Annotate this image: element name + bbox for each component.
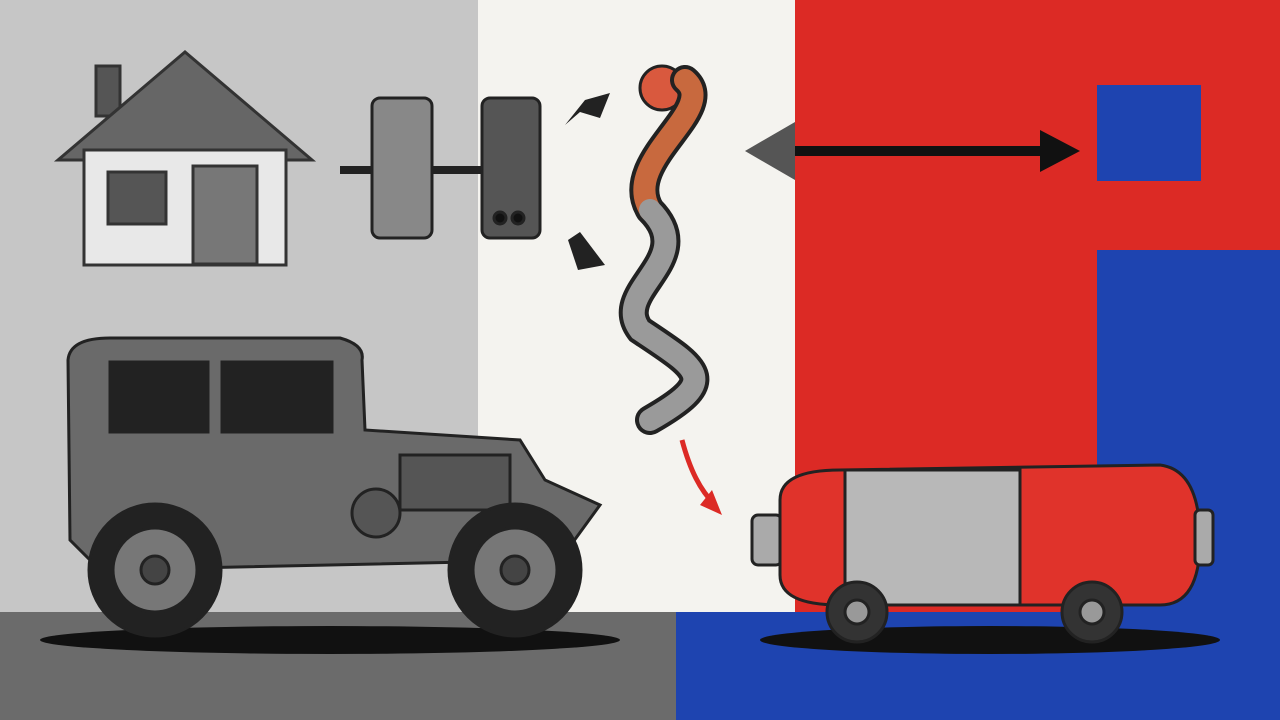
- vintage-car-icon: [40, 336, 620, 654]
- electric-vehicle-icon: [750, 463, 1220, 654]
- coil-pipe-icon: [618, 64, 722, 515]
- double-arrow-icon: [745, 122, 1080, 180]
- blue-square: [1097, 85, 1201, 181]
- arrow-icons: [565, 93, 610, 270]
- battery-icons: [340, 96, 542, 240]
- house-icon: [53, 50, 317, 267]
